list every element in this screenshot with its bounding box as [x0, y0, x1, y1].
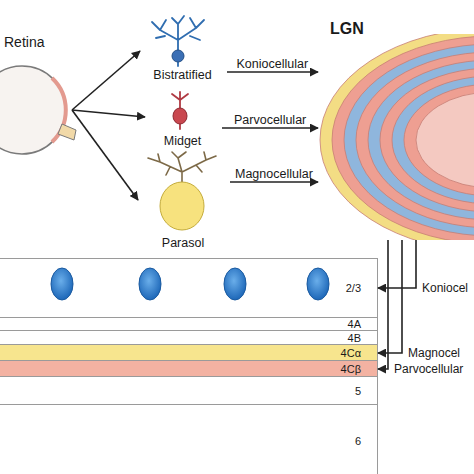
- eye-label: Retina: [4, 34, 44, 50]
- pathway-label: Koniocel: [422, 281, 468, 295]
- lgn-band: [380, 68, 474, 212]
- cortex-layer: 5: [0, 377, 378, 405]
- cortex-layer: 4B: [0, 331, 378, 345]
- layer-number: 2/3: [346, 259, 361, 317]
- layer-number: 4A: [348, 318, 361, 330]
- cortex-layer: 4A: [0, 318, 378, 331]
- ganglion-cell: Parasol: [138, 150, 228, 250]
- ganglion-cell: Bistratified: [140, 20, 225, 82]
- bistratified-cell: [152, 16, 204, 66]
- retina-eye: Retina: [0, 60, 72, 160]
- layer-number: 5: [355, 377, 361, 404]
- pathway-label: Parvocellular: [234, 113, 306, 127]
- layer-number: 4Cβ: [341, 361, 361, 376]
- cortex-layer: 6: [0, 405, 378, 474]
- lgn-layers: [320, 34, 474, 240]
- pathway-arrow: [72, 110, 138, 200]
- layer-number: 4B: [348, 331, 361, 344]
- pathway-arrow: [72, 110, 145, 117]
- pathway-label: Magnocel: [408, 346, 460, 360]
- lgn-band: [344, 44, 474, 236]
- pathway-arrow: [230, 181, 318, 183]
- pathway-arrow: [378, 240, 402, 353]
- lgn-nucleus: LGN: [318, 18, 474, 240]
- eye-drawing: [0, 66, 76, 154]
- eyeball: [0, 66, 66, 154]
- layer-number: 6: [355, 405, 361, 474]
- cell-dendrites: [148, 152, 216, 182]
- cell-label: Parasol: [138, 236, 228, 250]
- optic-nerve: [58, 124, 76, 140]
- parasol-cell: [148, 152, 216, 230]
- lgn-band: [356, 52, 474, 228]
- pathway-label: Parvocellular: [394, 362, 463, 376]
- lgn-band: [332, 36, 474, 240]
- lgn-band: [416, 92, 474, 188]
- layer-number: 4Cα: [341, 345, 361, 360]
- pathway-label: Koniocellular: [237, 57, 309, 71]
- cortex-layer: 4Cβ: [0, 361, 378, 377]
- cell-dendrites: [172, 92, 188, 129]
- cell-dendrites: [152, 16, 204, 66]
- pathway-arrow: [378, 240, 416, 288]
- lgn-band: [404, 84, 474, 196]
- lgn-band: [392, 76, 474, 204]
- pathway-arrow: [222, 127, 318, 129]
- pathway-label: Magnocellular: [235, 167, 313, 181]
- cell-label: Bistratified: [140, 68, 225, 82]
- lgn-band: [368, 60, 474, 220]
- midget-cell: [172, 92, 188, 129]
- lgn-label: LGN: [330, 20, 364, 38]
- cell-body: [173, 108, 187, 124]
- pathway-arrow: [378, 240, 388, 369]
- cell-body: [160, 182, 204, 230]
- pathway-arrow: [72, 51, 140, 110]
- lgn-band: [320, 34, 474, 240]
- cell-label: Midget: [145, 134, 220, 148]
- ganglion-cell: Midget: [145, 86, 220, 148]
- cell-body: [172, 50, 184, 62]
- cortex-layer: 2/3: [0, 258, 378, 318]
- pathway-arrow: [227, 71, 318, 73]
- cortex-layer: 4Cα: [0, 345, 378, 361]
